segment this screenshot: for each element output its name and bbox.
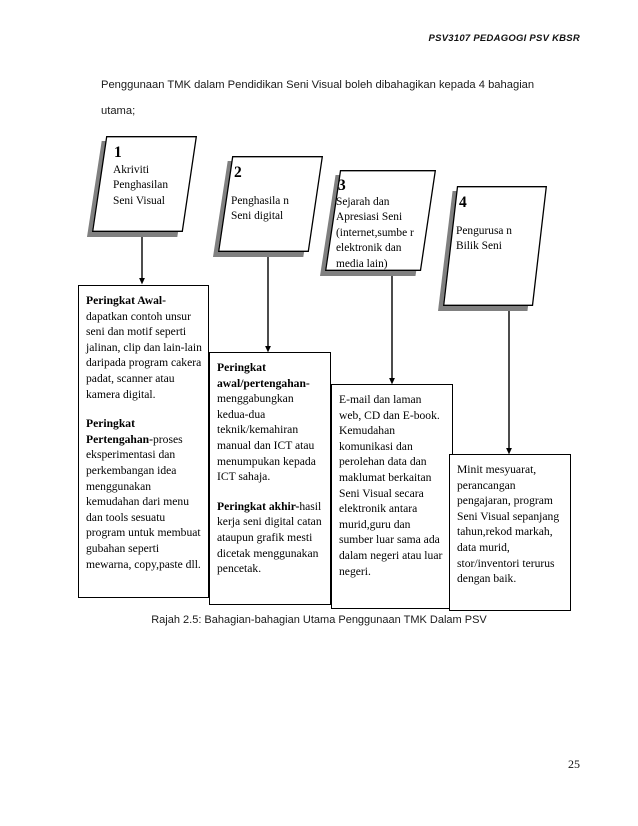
description-block: Peringkat akhir-hasil kerja seni digital… (217, 499, 324, 577)
description-lead: Peringkat Awal- (86, 294, 166, 307)
intro-paragraph: Penggunaan TMK dalam Pendidikan Seni Vis… (101, 79, 535, 117)
node-label: Akriviti Penghasilan Seni Visual (113, 164, 169, 207)
description-box-3: E-mail dan laman web, CD dan E-book. Kem… (331, 384, 453, 609)
description-body: E-mail dan laman web, CD dan E-book. Kem… (339, 393, 443, 578)
node-content: 4 Pengurusa n Bilik Seni (443, 186, 547, 306)
description-lead: Peringkat awal/pertengahan- (217, 361, 310, 390)
description-body: dapatkan contoh unsur seni dan motif sep… (86, 309, 202, 401)
description-block: Peringkat awal/pertengahan-menggabungkan… (217, 360, 324, 485)
node-face (218, 156, 323, 252)
node-face (92, 136, 197, 232)
node-outline (443, 186, 547, 306)
description-block: E-mail dan laman web, CD dan E-book. Kem… (339, 392, 446, 579)
node-label: Pengurusa n Bilik Seni (456, 225, 512, 253)
node-content: 1 Akriviti Penghasilan Seni Visual (92, 136, 197, 232)
description-body: proses eksperimentasi dan perkembangan i… (86, 432, 201, 571)
flow-node-3: 3 Sejarah dan Apresiasi Seni (internet,s… (320, 170, 436, 276)
node-number: 3 (338, 177, 346, 194)
node-face (325, 170, 436, 271)
node-number: 4 (459, 194, 467, 211)
running-header: PSV3107 PEDAGOGI PSV KBSR (428, 33, 580, 44)
flow-node-2: 2 Penghasila n Seni digital (213, 156, 323, 257)
description-block: Peringkat Awal-dapatkan contoh unsur sen… (86, 293, 202, 402)
page-number: 25 (568, 757, 580, 771)
description-lead: Peringkat Pertengahan- (86, 417, 153, 446)
description-lead: Peringkat akhir- (217, 499, 300, 513)
node-number: 2 (234, 164, 242, 181)
node-outline (325, 170, 436, 271)
description-block: Minit mesyuarat, perancangan pengajaran,… (457, 462, 564, 587)
node-outline (92, 136, 197, 232)
node-content: 2 Penghasila n Seni digital (218, 156, 323, 252)
node-face (443, 186, 547, 306)
node-label: Penghasila n Seni digital (231, 195, 289, 223)
description-block: Peringkat Pertengahan-proses eksperiment… (86, 416, 202, 572)
description-box-1: Peringkat Awal-dapatkan contoh unsur sen… (78, 285, 209, 598)
description-box-4: Minit mesyuarat, perancangan pengajaran,… (449, 454, 571, 611)
description-body: hasil kerja seni digital catan ataupun g… (217, 499, 322, 576)
description-box-2: Peringkat awal/pertengahan-menggabungkan… (209, 352, 331, 605)
flow-node-1: 1 Akriviti Penghasilan Seni Visual (87, 136, 197, 237)
flow-node-4: 4 Pengurusa n Bilik Seni (438, 186, 547, 311)
node-label: Sejarah dan Apresiasi Seni (internet,sum… (336, 196, 414, 270)
description-body: Minit mesyuarat, perancangan pengajaran,… (457, 463, 560, 586)
node-number: 1 (114, 144, 122, 161)
node-content: 3 Sejarah dan Apresiasi Seni (internet,s… (325, 170, 436, 271)
node-outline (218, 156, 323, 252)
description-body: menggabungkan kedua-dua teknik/kemahiran… (217, 392, 316, 484)
figure-caption: Rajah 2.5: Bahagian-bahagian Utama Pengg… (151, 614, 487, 626)
